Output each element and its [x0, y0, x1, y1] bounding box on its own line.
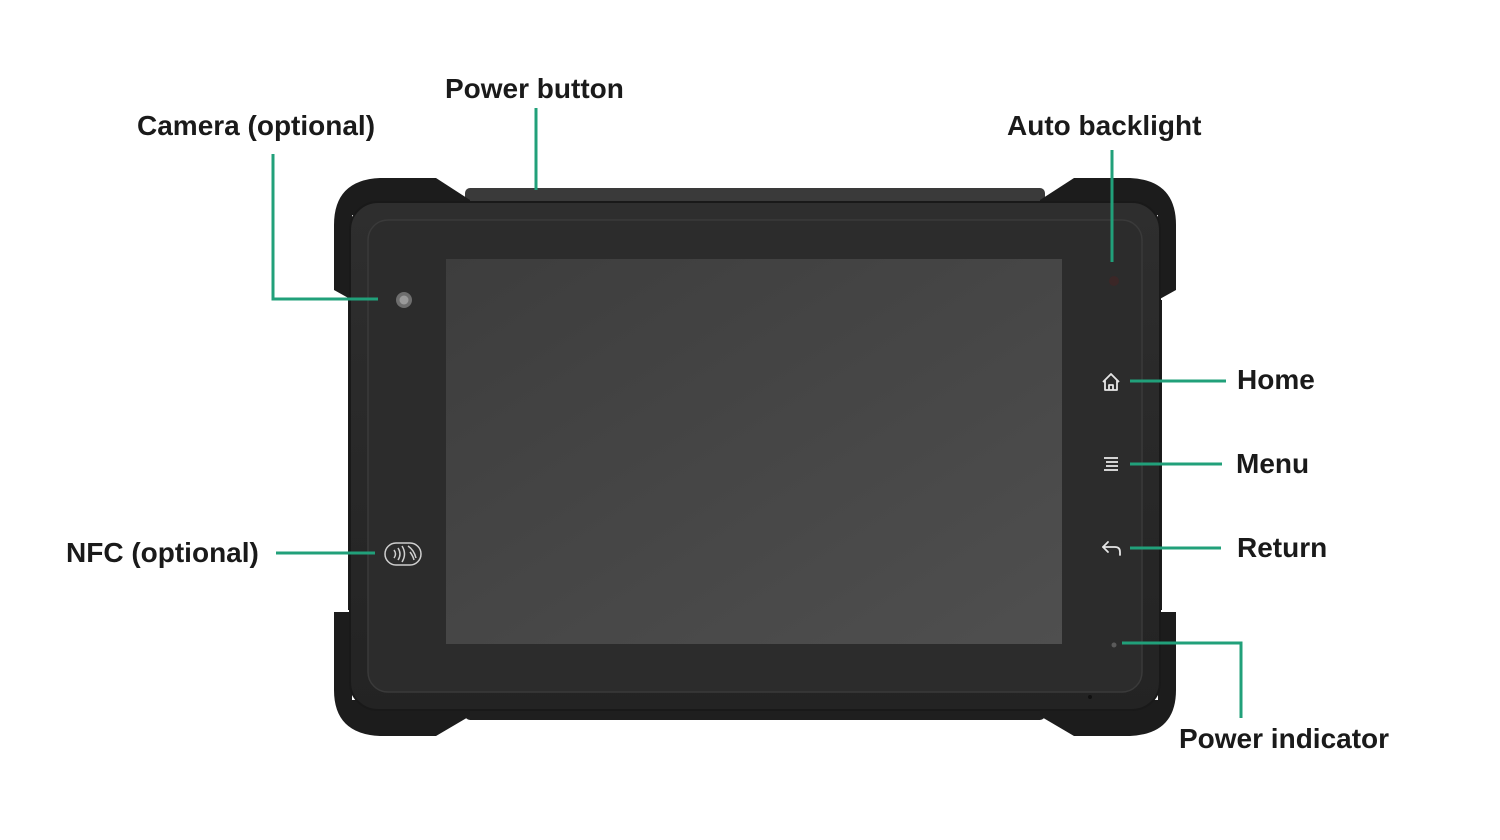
- leader-lines: [271, 108, 1243, 718]
- label-return: Return: [1237, 532, 1328, 563]
- leader-camera: [271, 154, 378, 301]
- power-indicator-led: [1111, 642, 1117, 648]
- return-arrow-icon[interactable]: [1102, 541, 1121, 556]
- label-home: Home: [1237, 364, 1315, 395]
- contactless-nfc-icon: [384, 542, 422, 566]
- label-power-button: Power button: [445, 73, 624, 104]
- label-auto-backlight: Auto backlight: [1007, 110, 1202, 141]
- label-camera: Camera (optional): [137, 110, 376, 141]
- menu-icon[interactable]: [1104, 457, 1118, 471]
- home-icon[interactable]: [1102, 373, 1120, 391]
- label-power-indicator: Power indicator: [1179, 723, 1390, 754]
- label-nfc: NFC (optional): [66, 537, 259, 568]
- light-sensor-icon: [1109, 276, 1119, 286]
- tablet-device: [334, 178, 1176, 736]
- label-menu: Menu: [1236, 448, 1310, 479]
- display-screen[interactable]: [446, 259, 1062, 644]
- power-button[interactable]: [465, 188, 1045, 202]
- leader-power-indicator: [1122, 641, 1243, 718]
- bezel-screw: [1088, 695, 1092, 699]
- camera-lens-icon: [396, 292, 412, 308]
